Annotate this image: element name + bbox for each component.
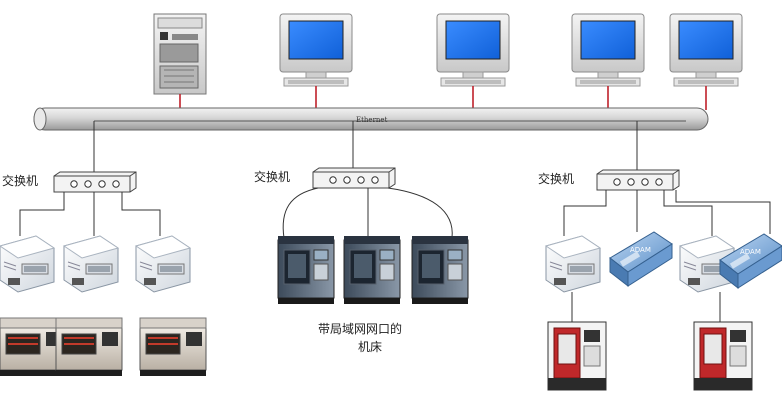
server-tower [153, 13, 207, 95]
switch-center: 交换机 [254, 167, 396, 189]
center-branch-cables [282, 187, 453, 239]
ethernet-label: Ethernet [356, 116, 388, 124]
serial-server-module-1 [0, 235, 55, 293]
ethernet-bus: Ethernet [33, 107, 709, 131]
switch-center-label: 交换机 [254, 169, 290, 184]
switch-right-icon [596, 169, 680, 191]
left-branch-cables [19, 192, 161, 236]
serial-server-module-2 [63, 235, 119, 293]
io-module-1 [609, 231, 673, 287]
machine-caption-line1: 带局域网网口的 [318, 321, 402, 336]
machining-center-2 [693, 321, 753, 391]
lathe-2 [55, 317, 123, 377]
switch-left: 交换机 [2, 171, 137, 193]
serial-server-module-3 [135, 235, 191, 293]
workstation-2-icon [436, 13, 510, 87]
switch-center-icon [312, 167, 396, 189]
io-module-2 [719, 233, 782, 289]
cnc-machine-1 [277, 235, 335, 305]
switch-right: 交换机 [538, 169, 680, 191]
cnc-machine-2 [343, 235, 401, 305]
serial-server-module-4 [545, 235, 601, 293]
host-drop-cables [179, 86, 707, 110]
switch-left-icon [53, 171, 137, 193]
machine-caption: 带局域网网口的 机床 [318, 321, 402, 354]
switch-right-label: 交换机 [538, 171, 574, 186]
workstation-3-icon [571, 13, 645, 87]
lathe-3 [139, 317, 207, 377]
machining-center-1 [547, 321, 607, 391]
workstation-1-icon [279, 13, 353, 87]
cnc-machine-3 [411, 235, 469, 305]
machine-caption-line2: 机床 [358, 340, 382, 354]
switch-left-label: 交换机 [2, 173, 38, 188]
switch-uplinks [93, 121, 638, 172]
workstation-4-icon [669, 13, 743, 87]
right-branch-cables [563, 190, 771, 322]
